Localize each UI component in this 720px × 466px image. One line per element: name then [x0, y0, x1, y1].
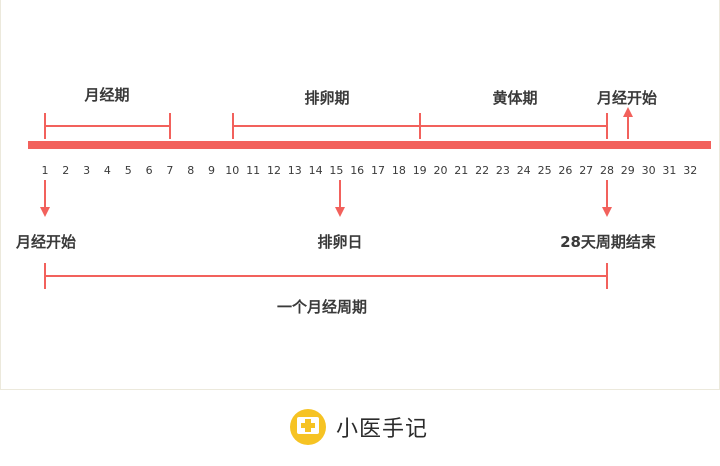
day-tick-label: 9 [208, 164, 215, 177]
phase-bracket-ovulation [232, 113, 421, 139]
day-tick-label: 5 [125, 164, 132, 177]
day-tick-label: 16 [350, 164, 364, 177]
day-tick-label: 22 [475, 164, 489, 177]
day-tick-label: 15 [329, 164, 343, 177]
day-tick-label: 25 [538, 164, 552, 177]
day-tick-label: 30 [642, 164, 656, 177]
day-tick-label: 10 [225, 164, 239, 177]
full-cycle-bracket [44, 263, 608, 289]
label-cycle-start: 月经开始 [15, 233, 76, 251]
day-tick-label: 4 [104, 164, 111, 177]
phase-bracket-menstrual [44, 113, 171, 139]
day-tick-label: 31 [662, 164, 676, 177]
day-tick-label: 3 [83, 164, 90, 177]
brand-name: 小医手记 [336, 417, 428, 442]
day-tick-label: 19 [413, 164, 427, 177]
label-next-start: 月经开始 [596, 89, 657, 107]
day-tick-label: 18 [392, 164, 406, 177]
day-tick-label: 6 [146, 164, 153, 177]
label-ovulation-day: 排卵日 [317, 233, 362, 251]
day-tick-label: 20 [434, 164, 448, 177]
label-full-cycle: 一个月经周期 [277, 298, 367, 316]
diagram-frame [0, 0, 720, 390]
day-tick-label: 27 [579, 164, 593, 177]
label-ovulation-phase: 排卵期 [304, 89, 349, 107]
day-tick-label: 32 [683, 164, 697, 177]
phase-bracket-luteal [420, 113, 608, 139]
day-tick-label: 23 [496, 164, 510, 177]
label-menstrual-phase: 月经期 [83, 86, 129, 104]
day-tick-label: 26 [558, 164, 572, 177]
day-tick-label: 17 [371, 164, 385, 177]
day-tick-label: 29 [621, 164, 635, 177]
day-tick-label: 14 [309, 164, 323, 177]
day-tick-label: 28 [600, 164, 614, 177]
day-tick-label: 24 [517, 164, 531, 177]
day-tick-label: 8 [187, 164, 194, 177]
day-tick-label: 13 [288, 164, 302, 177]
brand-logo: 小医手记 [290, 409, 428, 445]
timeline-bar [28, 141, 711, 149]
day-tick-label: 21 [454, 164, 468, 177]
day-tick-label: 12 [267, 164, 281, 177]
day-tick-label: 2 [62, 164, 69, 177]
day-tick-label: 11 [246, 164, 260, 177]
label-luteal-phase: 黄体期 [492, 89, 537, 107]
day-tick-label: 1 [42, 164, 49, 177]
day-tick-label: 7 [166, 164, 173, 177]
label-cycle-end: 28天周期结束 [560, 233, 657, 251]
